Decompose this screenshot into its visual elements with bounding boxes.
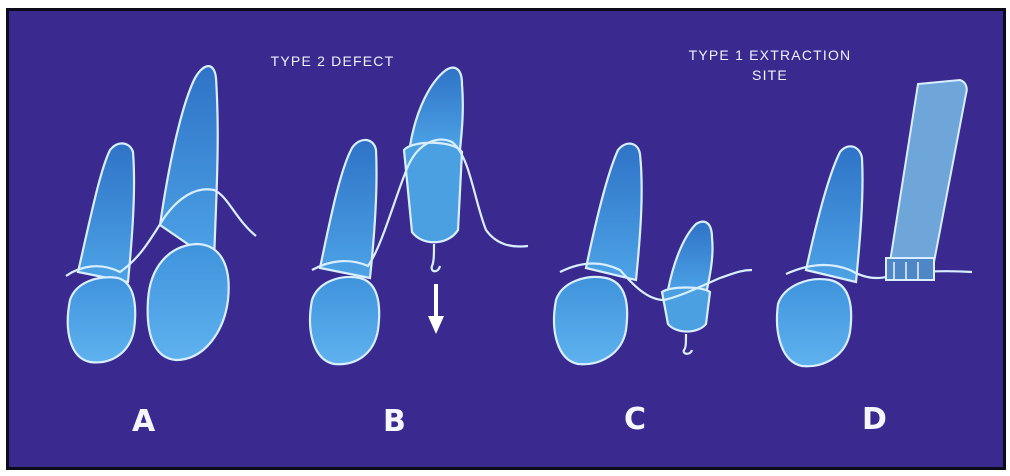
instrument-body bbox=[890, 80, 967, 262]
panel-a-right-crown bbox=[148, 244, 229, 360]
panel-b-left-tooth-root bbox=[320, 140, 377, 278]
panel-b-extruded-root bbox=[410, 68, 463, 150]
panel-c-small-hook bbox=[684, 334, 692, 354]
panel-a-teeth bbox=[66, 66, 256, 362]
panel-d-instrument bbox=[886, 80, 967, 280]
instrument-tip bbox=[886, 258, 934, 280]
panel-b-left-crown bbox=[310, 277, 379, 364]
panel-b-hook bbox=[432, 244, 440, 271]
extrusion-arrow bbox=[428, 284, 444, 334]
panel-label-a-text: A bbox=[132, 404, 155, 439]
panel-label-d-text: D bbox=[862, 402, 887, 437]
heading-type-1-extraction: TYPE 1 EXTRACTION bbox=[670, 46, 870, 64]
panel-label-c: C bbox=[624, 402, 646, 437]
panel-label-d: D bbox=[862, 402, 887, 437]
panel-a-left-tooth-root bbox=[78, 143, 134, 282]
panel-c-small-band bbox=[662, 288, 710, 332]
panel-d-left-crown bbox=[777, 279, 851, 366]
panel-label-b-text: B bbox=[383, 404, 406, 439]
panel-label-a: A bbox=[132, 404, 155, 439]
panel-a-right-tooth-root bbox=[160, 66, 218, 262]
panel-c-left-tooth-root bbox=[586, 144, 642, 280]
panel-label-b: B bbox=[383, 404, 406, 439]
heading-site: SITE bbox=[670, 66, 870, 84]
panel-label-c-text: C bbox=[624, 402, 646, 437]
panel-a-left-crown bbox=[68, 277, 135, 362]
panel-c-teeth bbox=[554, 144, 752, 365]
panel-b-teeth bbox=[310, 68, 528, 365]
panel-d-left-tooth-root bbox=[806, 146, 863, 282]
heading-type-2-defect: TYPE 2 DEFECT bbox=[245, 52, 420, 70]
panel-c-left-crown bbox=[554, 277, 627, 364]
